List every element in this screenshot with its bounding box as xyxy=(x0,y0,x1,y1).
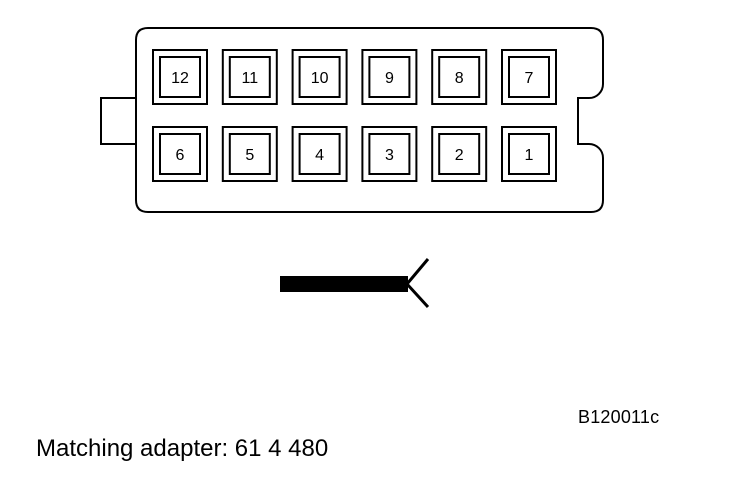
pin-inner-frame xyxy=(298,56,341,98)
pin-5: 5 xyxy=(221,126,278,182)
pin-9: 9 xyxy=(361,49,418,105)
pin-2: 2 xyxy=(431,126,488,182)
pin-number-label: 1 xyxy=(525,147,534,164)
pin-number-label: 7 xyxy=(525,70,534,87)
pin-7: 7 xyxy=(501,49,557,105)
bottom-pin-row: 6 5 4 3 2 1 xyxy=(152,126,557,182)
adapter-wire-fork xyxy=(405,258,430,309)
pin-inner-frame xyxy=(508,56,550,98)
pin-inner-frame xyxy=(298,133,341,175)
pin-number-label: 9 xyxy=(385,70,394,87)
pin-inner-frame xyxy=(159,56,201,98)
pin-inner-frame xyxy=(228,56,271,98)
connector-diagram: 12 11 10 9 8 7 6 5 4 3 2 1 xyxy=(100,27,604,309)
pin-8: 8 xyxy=(431,49,488,105)
pin-12: 12 xyxy=(152,49,208,105)
pin-inner-frame xyxy=(508,133,550,175)
pin-number-label: 10 xyxy=(311,70,329,87)
connector-left-tab xyxy=(100,97,137,145)
pin-1: 1 xyxy=(501,126,557,182)
pin-11: 11 xyxy=(221,49,278,105)
pin-number-label: 2 xyxy=(455,147,464,164)
pin-number-label: 4 xyxy=(315,147,324,164)
pin-inner-frame xyxy=(438,56,481,98)
pin-number-label: 11 xyxy=(241,70,258,87)
pin-inner-frame xyxy=(438,133,481,175)
pin-inner-frame xyxy=(228,133,271,175)
pin-number-label: 3 xyxy=(385,147,394,164)
pin-number-label: 8 xyxy=(455,70,464,87)
pin-4: 4 xyxy=(291,126,348,182)
pin-3: 3 xyxy=(361,126,418,182)
adapter-wire xyxy=(280,276,408,292)
pin-10: 10 xyxy=(291,49,348,105)
pin-number-label: 5 xyxy=(245,147,254,164)
pin-number-label: 6 xyxy=(176,147,185,164)
figure-code: B120011c xyxy=(578,407,660,427)
pin-number-label: 12 xyxy=(171,70,189,87)
pin-inner-frame xyxy=(368,133,411,175)
matching-adapter-caption: Matching adapter: 61 4 480 xyxy=(36,435,329,462)
pin-inner-frame xyxy=(159,133,201,175)
pin-6: 6 xyxy=(152,126,208,182)
pin-inner-frame xyxy=(368,56,411,98)
top-pin-row: 12 11 10 9 8 7 xyxy=(152,49,557,105)
